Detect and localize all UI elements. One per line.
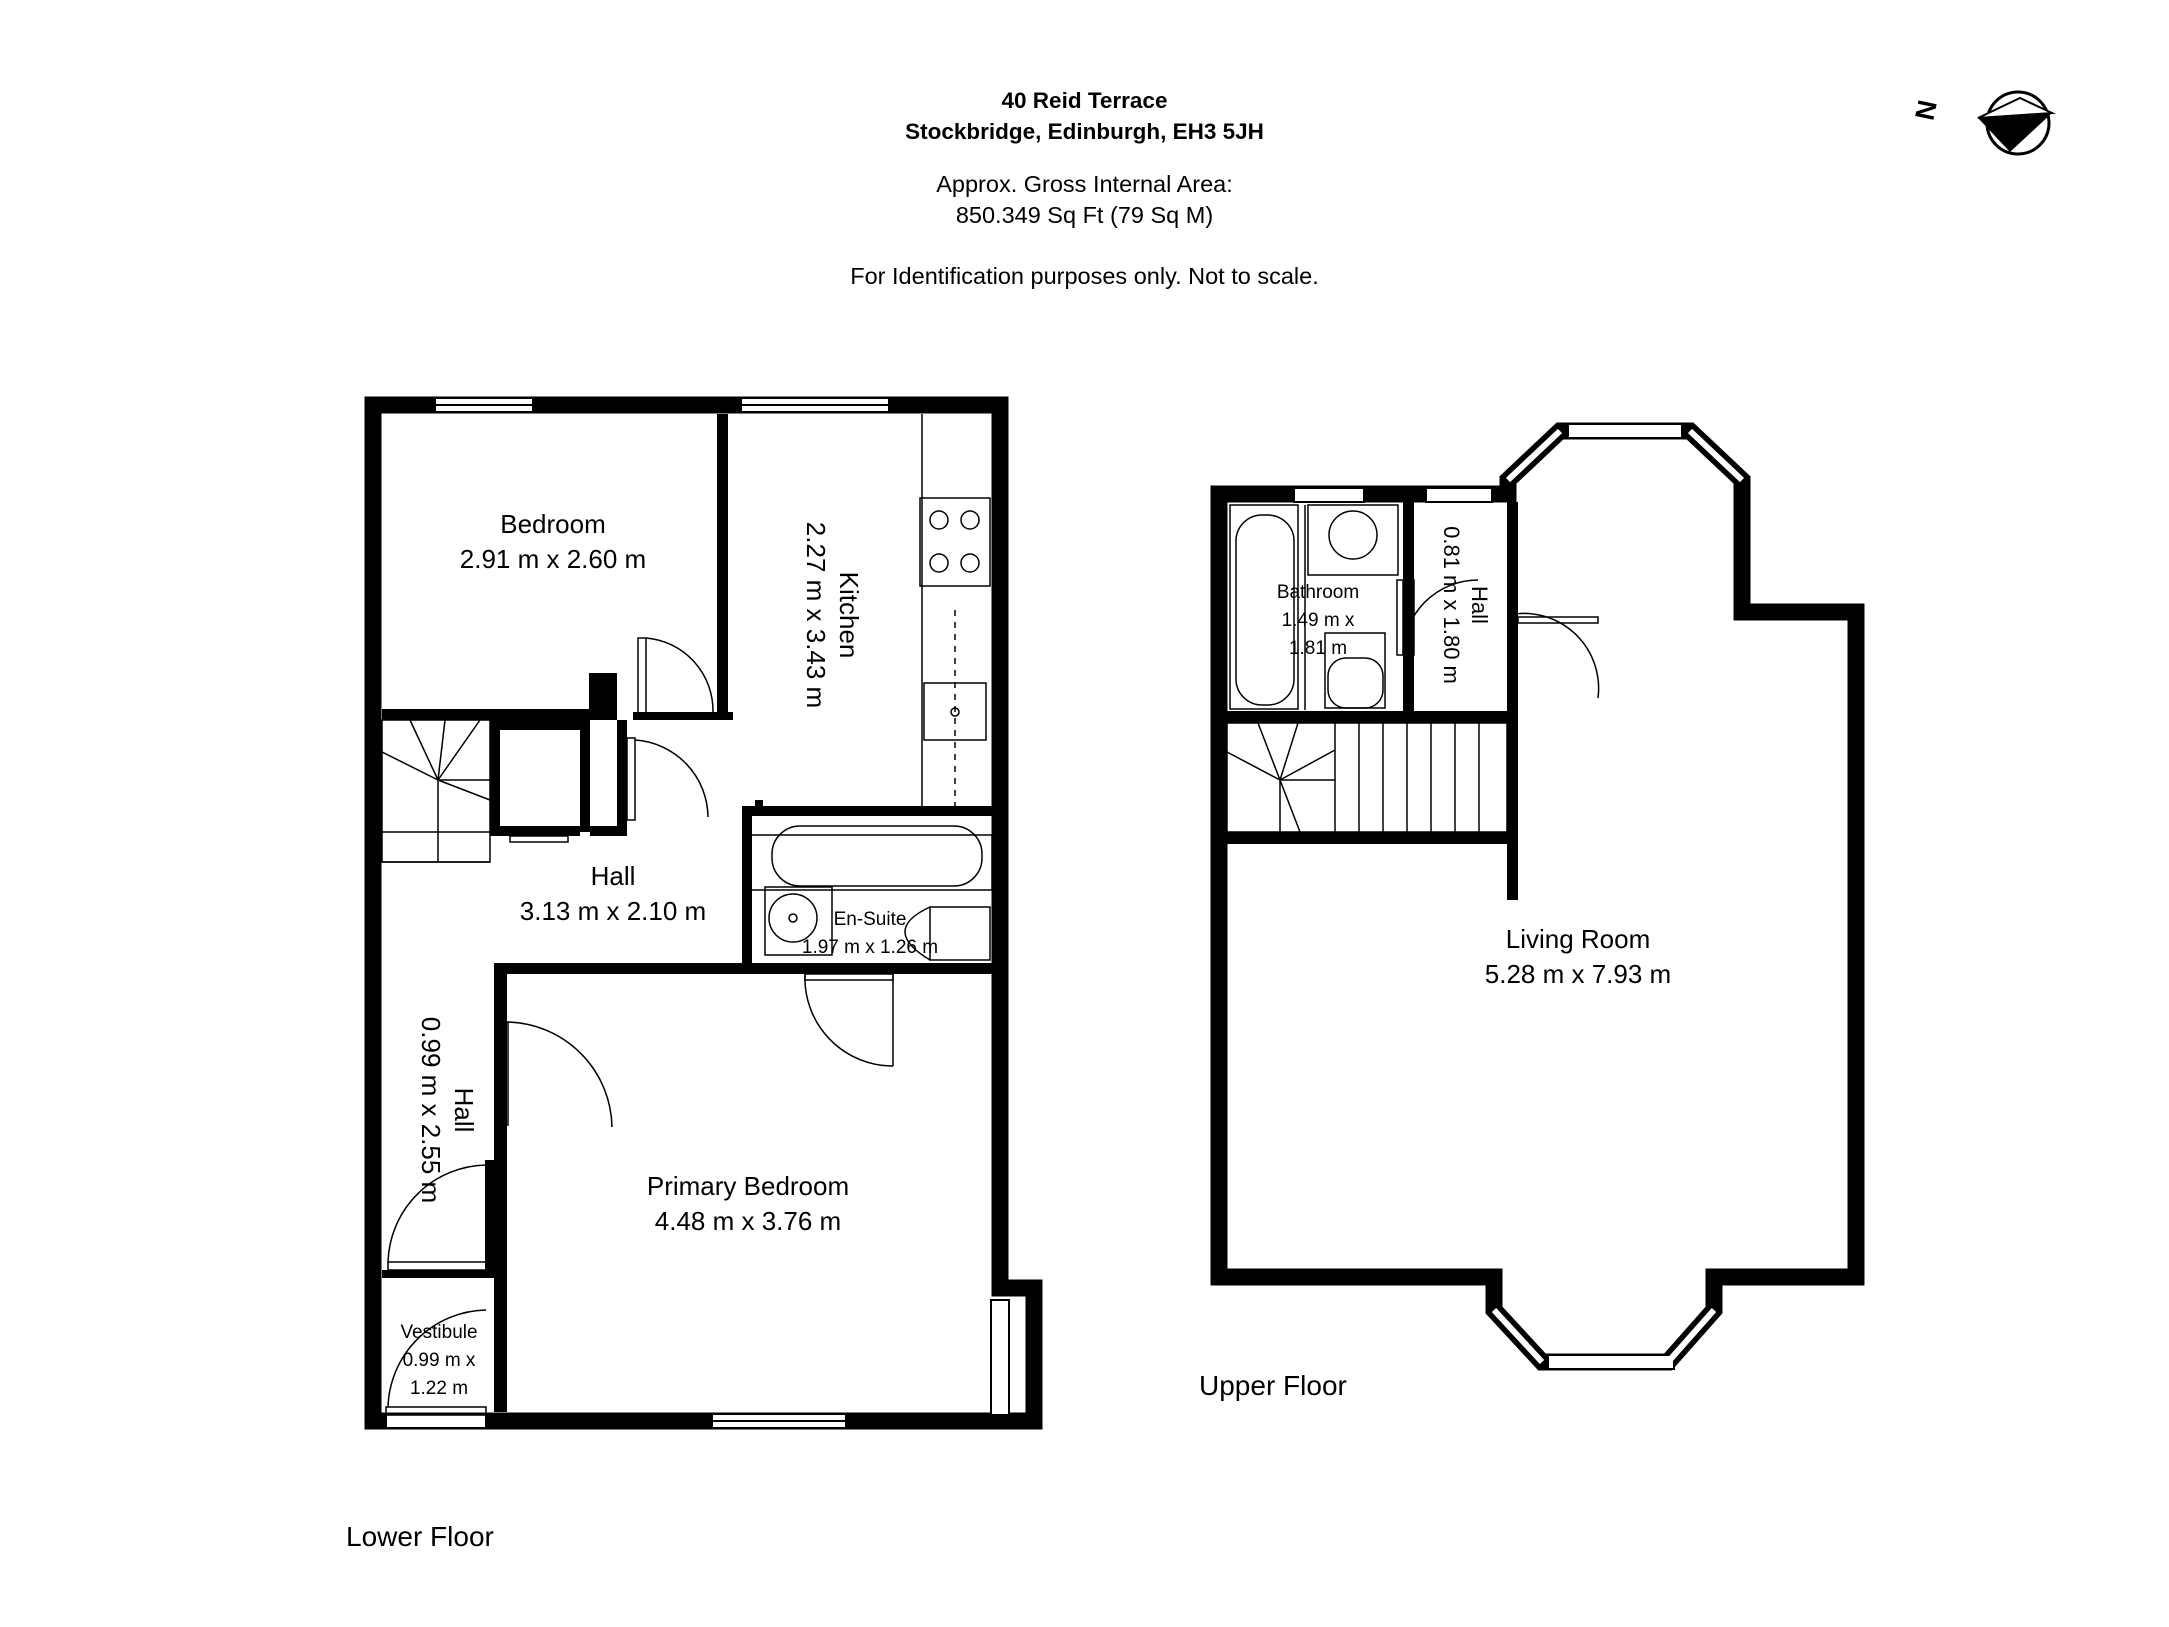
primary-bedroom-size: 4.48 m x 3.76 m [655, 1206, 841, 1236]
kitchen-size: 2.27 m x 3.43 m [801, 522, 831, 708]
vestibule-size-1: 0.99 m x [403, 1350, 476, 1371]
hall-size: 3.13 m x 2.10 m [520, 896, 706, 926]
bedroom-size: 2.91 m x 2.60 m [460, 544, 646, 574]
ensuite-size: 1.97 m x 1.26 m [802, 937, 938, 958]
primary-bedroom-name: Primary Bedroom [647, 1171, 849, 1201]
living-room-name: Living Room [1506, 924, 1651, 954]
kitchen-name: Kitchen [834, 572, 864, 659]
hall-name: Hall [591, 861, 636, 891]
hall2-name: Hall [449, 1088, 479, 1133]
bathroom-size-2: 1.81 m [1289, 638, 1347, 659]
area-value: 850.349 Sq Ft (79 Sq M) [955, 202, 1214, 228]
bathroom-name: Bathroom [1277, 582, 1359, 603]
vestibule-size-2: 1.22 m [410, 1378, 468, 1399]
vestibule-name: Vestibule [400, 1322, 477, 1343]
area-label: Approx. Gross Internal Area: [936, 171, 1233, 197]
hall2-size: 0.99 m x 2.55 m [416, 1017, 446, 1203]
compass-label: N [1909, 97, 1942, 122]
bathroom-size-1: 1.49 m x [1282, 610, 1355, 631]
stairs [381, 719, 491, 863]
address-line-1: 40 Reid Terrace [1001, 88, 1168, 113]
upper-floor-label: Upper Floor [1199, 1370, 1347, 1401]
address-line-2: Stockbridge, Edinburgh, EH3 5JH [905, 119, 1264, 144]
kitchen-fixtures [742, 414, 993, 961]
doors [385, 637, 894, 1416]
upper-stairs [1226, 722, 1508, 833]
living-room-size: 5.28 m x 7.93 m [1485, 959, 1671, 989]
upper-floor-plan: Bathroom 1.49 m x 1.81 m Hall 0.81 m x 1… [1210, 422, 1865, 1371]
lower-floor-label: Lower Floor [346, 1521, 494, 1552]
bedroom-name: Bedroom [500, 509, 606, 539]
upper-hall-size: 0.81 m x 1.80 m [1439, 526, 1464, 684]
lower-floor-plan: Bedroom 2.91 m x 2.60 m Kitchen 2.27 m x… [364, 396, 1043, 1430]
disclaimer: For Identification purposes only. Not to… [850, 263, 1319, 289]
ensuite-name: En-Suite [834, 909, 907, 930]
north-arrow-icon: N [1909, 90, 2056, 156]
bathroom-fixtures [1229, 504, 1600, 710]
upper-hall-name: Hall [1467, 586, 1492, 624]
